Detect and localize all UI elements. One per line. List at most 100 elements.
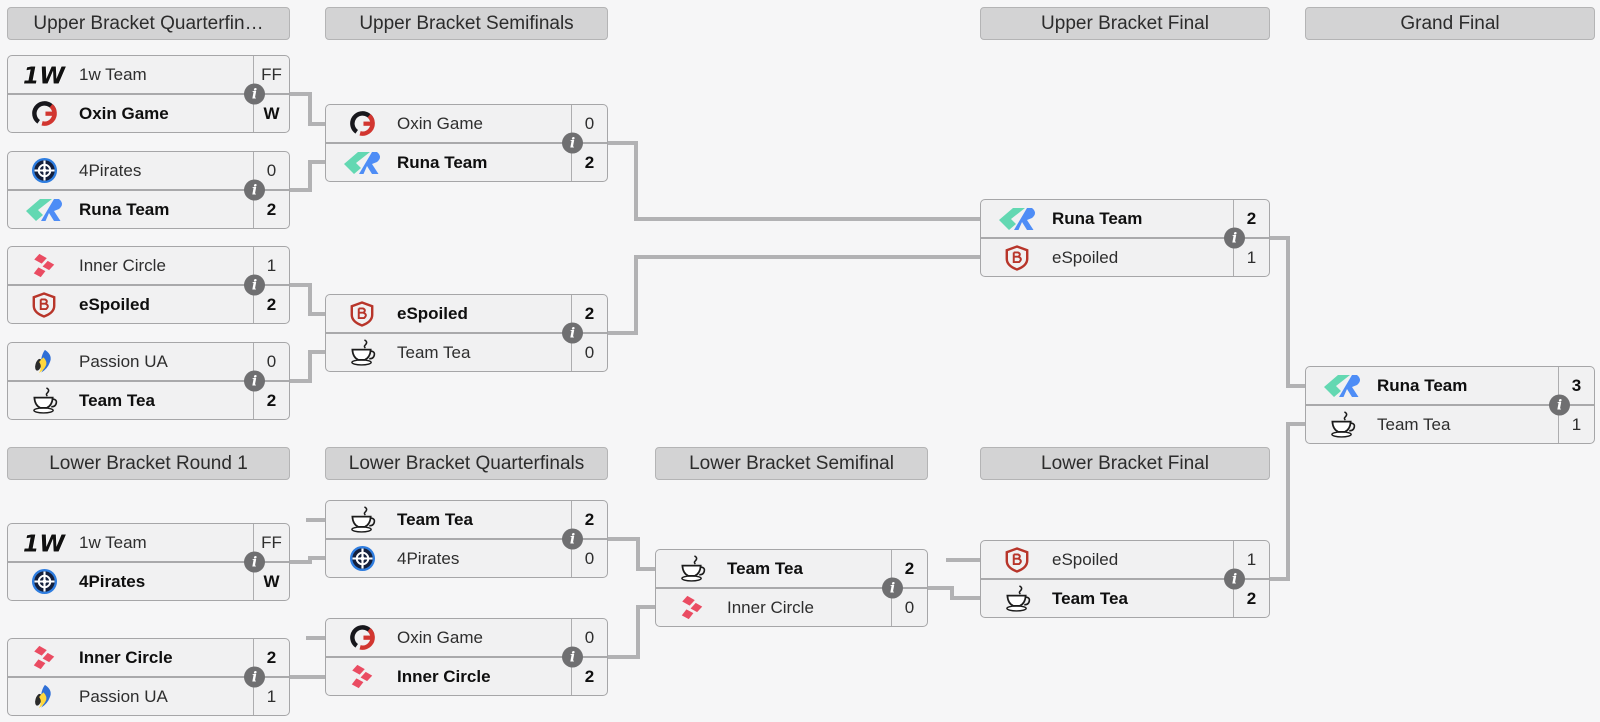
team-row[interactable]: Inner Circle 2 xyxy=(326,658,607,695)
row-divider xyxy=(8,189,289,191)
team-tea-logo-icon xyxy=(339,506,385,533)
match-ub-qf-1: 1W 1w Team FF Oxin Game W i xyxy=(7,55,290,133)
team-row[interactable]: Team Tea 2 xyxy=(326,501,607,538)
bracket-connector xyxy=(290,283,312,287)
match-info-icon[interactable]: i xyxy=(1224,568,1245,590)
team-row[interactable]: eSpoiled 1 xyxy=(981,541,1269,578)
team-row[interactable]: Oxin Game W xyxy=(8,95,289,132)
bracket-connector xyxy=(290,379,312,383)
team-row[interactable]: eSpoiled 1 xyxy=(981,239,1269,276)
row-divider xyxy=(8,676,289,678)
inner-circle-logo-icon xyxy=(339,664,385,690)
row-divider xyxy=(8,93,289,95)
team-score: 1 xyxy=(1558,406,1594,443)
team-name: Team Tea xyxy=(727,558,803,578)
team-row[interactable]: Passion UA 1 xyxy=(8,678,289,715)
team-row[interactable]: eSpoiled 2 xyxy=(8,286,289,323)
team-score: 2 xyxy=(571,295,607,332)
match-info-icon[interactable]: i xyxy=(1224,227,1245,249)
match-lb-r1-2: Inner Circle 2 Passion UA 1 i xyxy=(7,638,290,716)
team-score: 2 xyxy=(571,144,607,181)
team-score: W xyxy=(253,563,289,600)
team-score: 0 xyxy=(891,589,927,626)
row-divider xyxy=(656,587,927,589)
svg-text:1W: 1W xyxy=(23,61,66,89)
round-header-upper-quarterfinals: Upper Bracket Quarterfin… xyxy=(7,7,290,40)
team-row[interactable]: Team Tea 1 xyxy=(1306,406,1594,443)
team-row[interactable]: 4Pirates 0 xyxy=(326,540,607,577)
match-info-icon[interactable]: i xyxy=(244,274,265,296)
team-row[interactable]: Oxin Game 0 xyxy=(326,105,607,142)
team-row[interactable]: Team Tea 2 xyxy=(8,382,289,419)
match-info-icon[interactable]: i xyxy=(244,83,265,105)
team-row[interactable]: Inner Circle 2 xyxy=(8,639,289,676)
row-divider xyxy=(981,578,1269,580)
team-row[interactable]: 1W 1w Team FF xyxy=(8,524,289,561)
team-tea-logo-icon xyxy=(21,387,67,414)
team-row[interactable]: 1W 1w Team FF xyxy=(8,56,289,93)
team-row[interactable]: 4Pirates W xyxy=(8,563,289,600)
bracket-connector xyxy=(636,605,655,609)
bracket-connector xyxy=(308,556,325,560)
team-tea-logo-icon xyxy=(994,585,1040,612)
team-score: 2 xyxy=(1233,200,1269,237)
team-score: 1 xyxy=(1233,239,1269,276)
match-info-icon[interactable]: i xyxy=(244,551,265,573)
team-row[interactable]: 4Pirates 0 xyxy=(8,152,289,189)
bracket-connector xyxy=(306,518,325,522)
match-info-icon[interactable]: i xyxy=(562,132,583,154)
match-info-icon[interactable]: i xyxy=(562,646,583,668)
row-divider xyxy=(8,284,289,286)
team-row[interactable]: eSpoiled 2 xyxy=(326,295,607,332)
1w-team-logo-icon: 1W xyxy=(21,529,67,557)
team-score: 2 xyxy=(253,382,289,419)
match-info-icon[interactable]: i xyxy=(244,370,265,392)
team-name: Team Tea xyxy=(1377,414,1451,434)
match-info-icon[interactable]: i xyxy=(562,528,583,550)
bracket-connector xyxy=(636,605,640,659)
bracket-connector xyxy=(950,596,980,600)
team-row[interactable]: Passion UA 0 xyxy=(8,343,289,380)
match-info-icon[interactable]: i xyxy=(244,666,265,688)
inner-circle-logo-icon xyxy=(21,253,67,279)
team-row[interactable]: Runa Team 3 xyxy=(1306,367,1594,404)
bracket-connector xyxy=(290,188,312,192)
team-row[interactable]: Oxin Game 0 xyxy=(326,619,607,656)
bracket-connector xyxy=(290,675,312,679)
4pirates-logo-icon xyxy=(21,568,67,595)
team-name: Runa Team xyxy=(397,152,488,172)
bracket-connector xyxy=(308,160,325,164)
bracket-connector xyxy=(308,283,312,316)
espoiled-logo-icon xyxy=(994,244,1040,271)
team-row[interactable]: Runa Team 2 xyxy=(8,191,289,228)
team-name: Oxin Game xyxy=(79,103,169,123)
team-score: 2 xyxy=(571,658,607,695)
team-name: eSpoiled xyxy=(1052,549,1119,569)
match-lb-qf-1: Team Tea 2 4Pirates 0 i xyxy=(325,500,608,578)
team-name: Runa Team xyxy=(1377,375,1468,395)
bracket-connector xyxy=(308,675,325,679)
team-row[interactable]: Team Tea 0 xyxy=(326,334,607,371)
team-row[interactable]: Team Tea 2 xyxy=(656,550,927,587)
team-row[interactable]: Runa Team 2 xyxy=(981,200,1269,237)
espoiled-logo-icon xyxy=(21,291,67,318)
match-lb-r1-1: 1W 1w Team FF 4Pirates W i xyxy=(7,523,290,601)
bracket-connector xyxy=(308,122,325,126)
team-score: 2 xyxy=(891,550,927,587)
bracket-connector xyxy=(308,350,325,354)
match-info-icon[interactable]: i xyxy=(562,322,583,344)
bracket-connector xyxy=(308,312,325,316)
match-info-icon[interactable]: i xyxy=(882,577,903,599)
row-divider xyxy=(981,237,1269,239)
match-info-icon[interactable]: i xyxy=(1549,394,1570,416)
team-score: 2 xyxy=(253,639,289,676)
bracket-connector xyxy=(608,537,640,541)
team-row[interactable]: Runa Team 2 xyxy=(326,144,607,181)
match-info-icon[interactable]: i xyxy=(244,179,265,201)
team-row[interactable]: Team Tea 2 xyxy=(981,580,1269,617)
team-name: 1w Team xyxy=(79,64,147,84)
team-row[interactable]: Inner Circle 1 xyxy=(8,247,289,284)
team-row[interactable]: Inner Circle 0 xyxy=(656,589,927,626)
round-header-lower-final: Lower Bracket Final xyxy=(980,447,1270,480)
